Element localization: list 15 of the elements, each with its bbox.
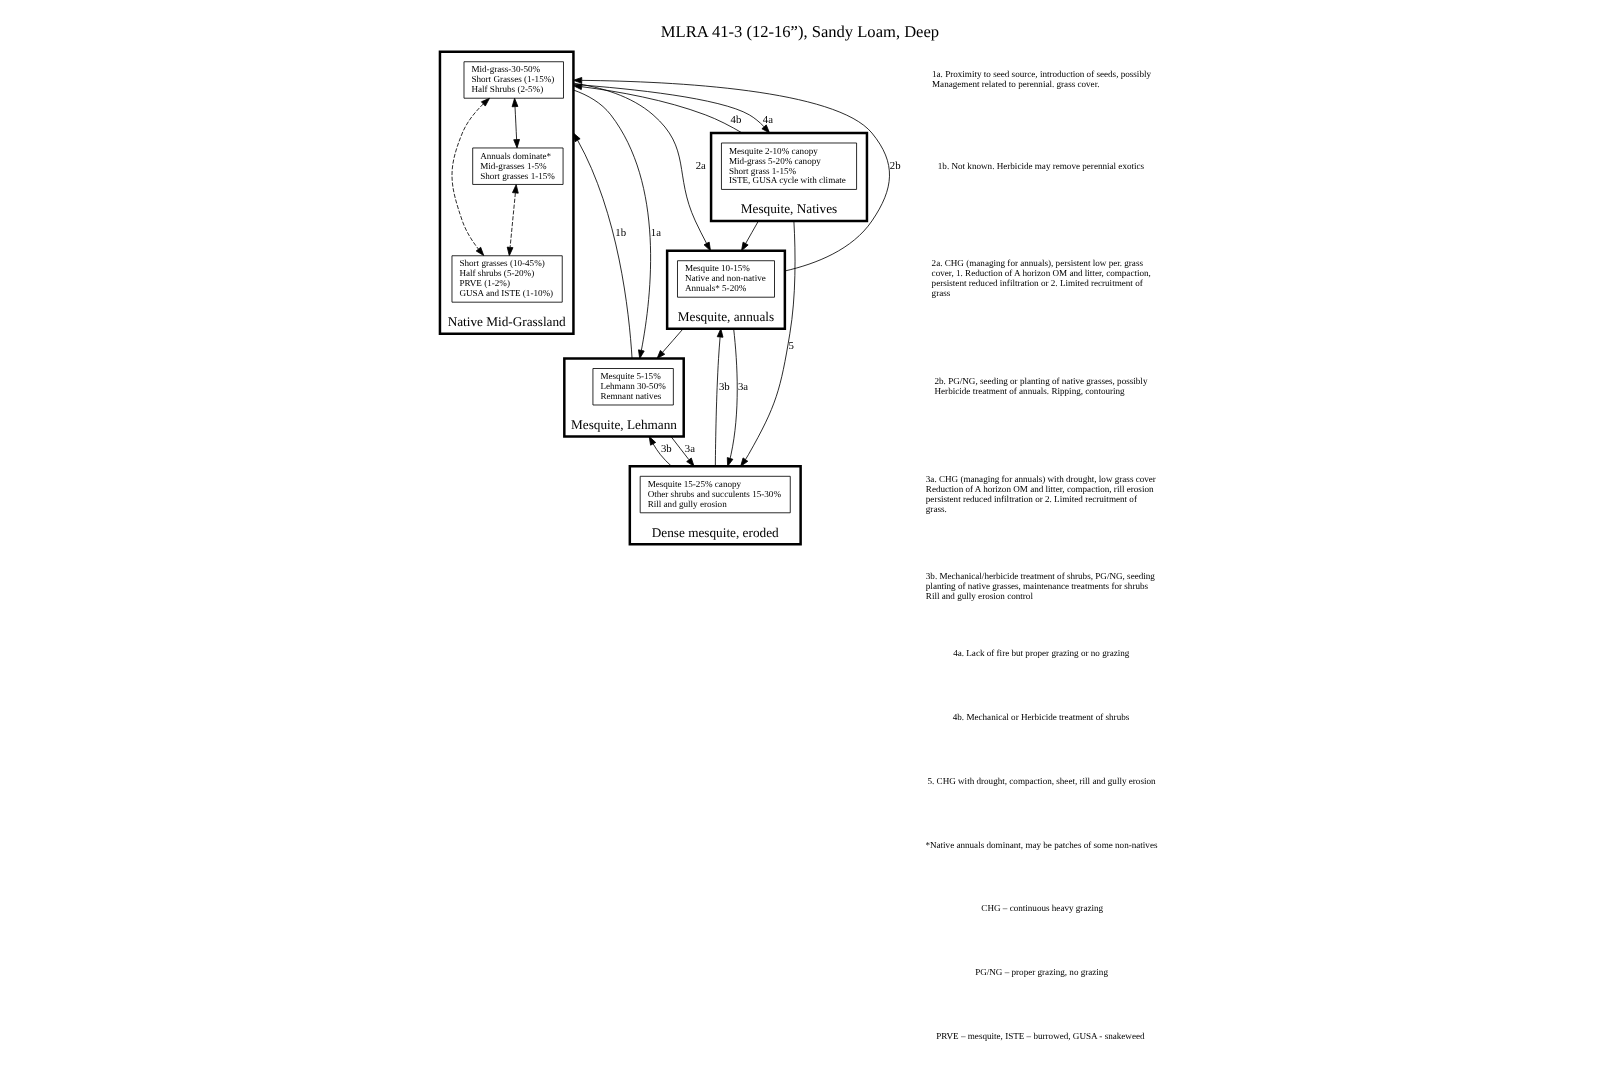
arrow bbox=[648, 436, 673, 467]
arrow bbox=[573, 132, 633, 359]
arrow bbox=[670, 436, 695, 467]
arrow bbox=[656, 328, 684, 359]
arrow bbox=[714, 328, 724, 467]
arrow bbox=[573, 82, 711, 252]
arrow bbox=[726, 328, 738, 467]
arrow bbox=[740, 220, 796, 467]
arrow bbox=[741, 220, 759, 252]
diagram-title: MLRA 41-3 (12-16”), Sandy Loam, Deep bbox=[660, 22, 940, 41]
arrow bbox=[573, 77, 890, 272]
arrow bbox=[511, 97, 520, 149]
arrow bbox=[506, 184, 519, 257]
arrow bbox=[451, 97, 490, 256]
arrow bbox=[573, 89, 652, 359]
